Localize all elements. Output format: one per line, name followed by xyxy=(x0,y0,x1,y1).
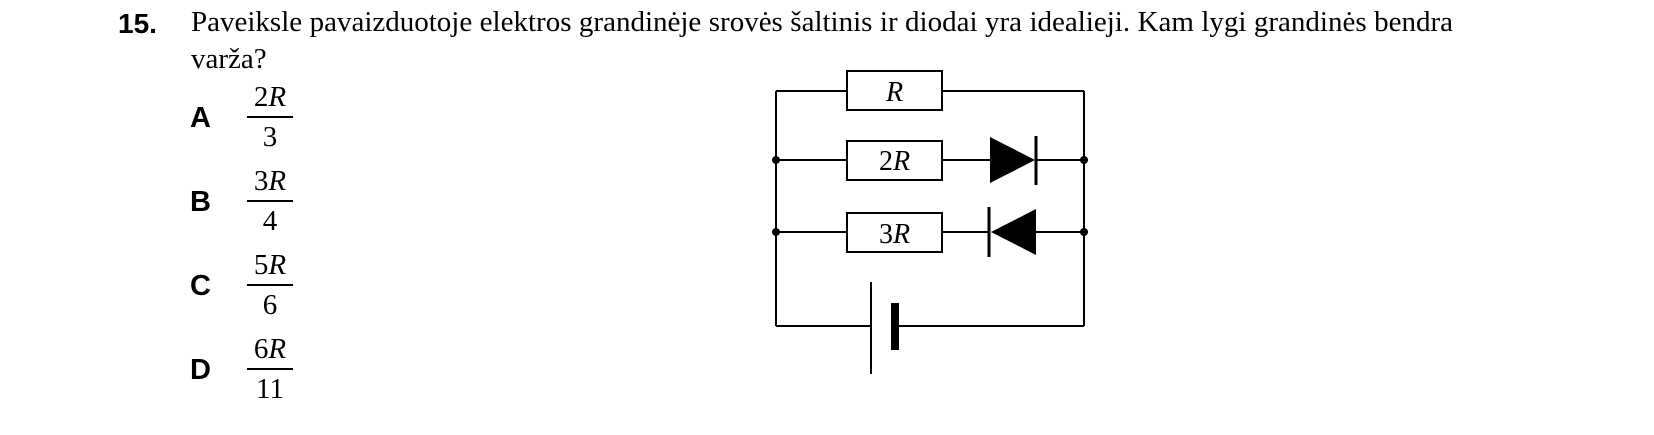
option-a-denominator: 3 xyxy=(262,121,278,153)
option-d-fraction: 6R 11 xyxy=(247,334,293,404)
option-a-numerator: 2R xyxy=(253,81,287,113)
diode-forward-icon xyxy=(990,136,1038,185)
battery-icon xyxy=(870,282,899,374)
option-d-denominator: 11 xyxy=(256,373,284,405)
resistor-3r-label: 3R xyxy=(879,219,910,250)
junction-dot xyxy=(1080,228,1088,236)
resistor-2r xyxy=(846,140,943,181)
fraction-bar xyxy=(247,200,293,202)
option-c-letter: C xyxy=(190,270,211,302)
resistor-r-label: R xyxy=(885,77,903,108)
option-a-fraction: 2R 3 xyxy=(247,82,293,152)
option-d-numerator: 6R xyxy=(253,333,287,365)
option-c-fraction: 5R 6 xyxy=(247,250,293,320)
option-c-denominator: 6 xyxy=(262,289,278,321)
fraction-bar xyxy=(247,284,293,286)
option-c-numerator: 5R xyxy=(253,249,287,281)
circuit-wires xyxy=(775,90,1085,327)
resistor-3r xyxy=(846,212,943,253)
junction-dots xyxy=(772,156,1088,236)
option-b-denominator: 4 xyxy=(262,205,278,237)
fraction-bar xyxy=(247,116,293,118)
option-b-fraction: 3R 4 xyxy=(247,166,293,236)
junction-dot xyxy=(772,228,780,236)
junction-dot xyxy=(772,156,780,164)
option-b-numerator: 3R xyxy=(253,165,287,197)
diode-reverse-icon xyxy=(987,207,1036,257)
junction-dot xyxy=(1080,156,1088,164)
question-number: 15. xyxy=(118,8,157,39)
option-b-letter: B xyxy=(190,186,211,218)
resistor-2r-label: 2R xyxy=(879,146,910,177)
question-text: Paveiksle pavaizduotoje elektros grandin… xyxy=(191,6,1453,75)
fraction-bar xyxy=(247,368,293,370)
option-d-letter: D xyxy=(190,354,211,386)
option-a-letter: A xyxy=(190,102,211,134)
